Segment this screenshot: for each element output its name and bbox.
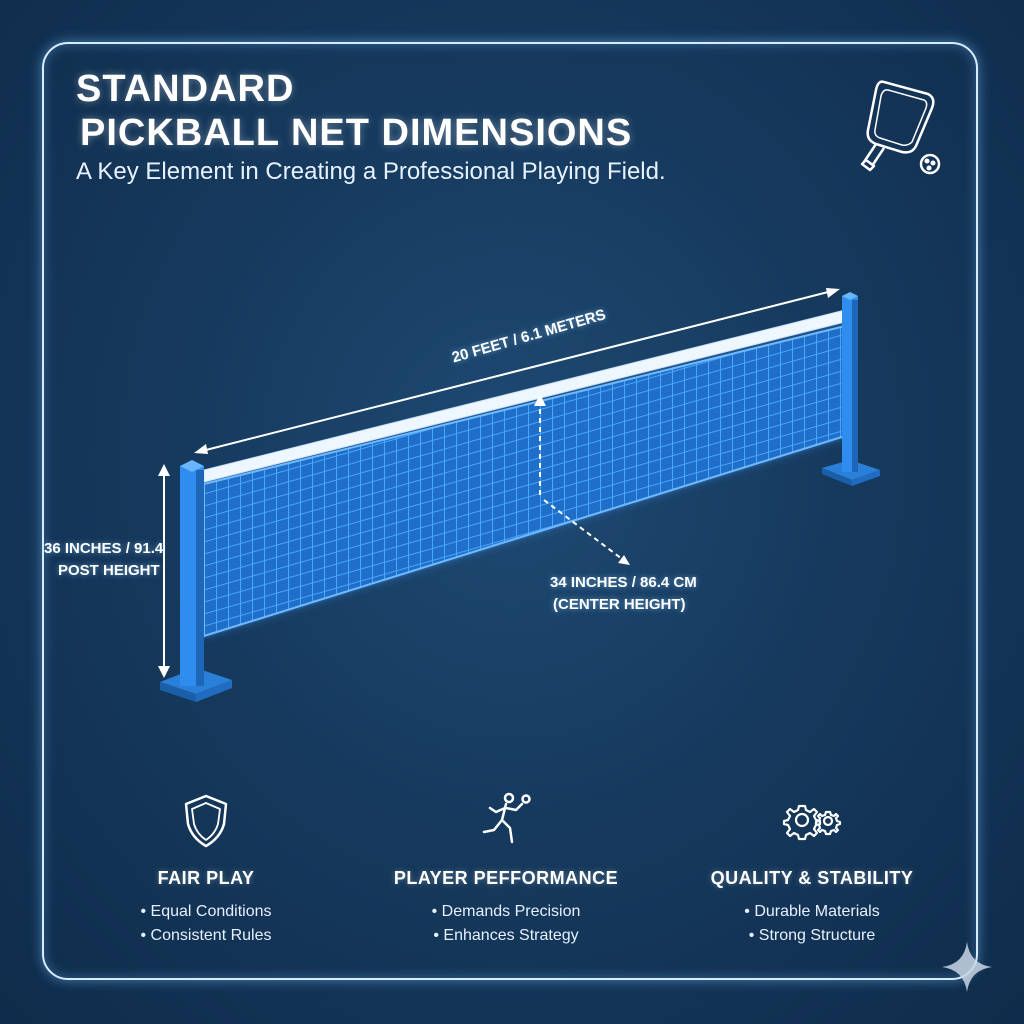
feature-bullet: Enhances Strategy [356,927,656,945]
feature-bullet: Strong Structure [662,927,962,945]
shield-icon [184,794,228,848]
page-title-line2: PICKBALL NET DIMENSIONS [80,112,633,154]
post-height-arrow [158,464,170,678]
page-subtitle: A Key Element in Creating a Professional… [76,158,666,185]
center-height-label: 34 INCHES / 86.4 CM [550,574,697,591]
gears-icon [782,804,842,841]
feature-fair-play: FAIR PLAY Equal Conditions Consistent Ru… [56,790,356,951]
runner-icon [482,792,531,844]
width-arrow [194,288,840,454]
feature-bullets: Durable Materials Strong Structure [662,903,962,945]
page-title-line1: STANDARD [76,68,295,110]
feature-player-performance: PLAYER PEFFORMANCE Demands Precision Enh… [356,790,656,951]
center-height-arrow [534,394,630,565]
feature-bullets: Demands Precision Enhances Strategy [356,903,656,945]
sparkle-icon [942,942,992,992]
feature-bullet: Demands Precision [356,903,656,921]
feature-quality-stability: QUALITY & STABILITY Durable Materials St… [662,790,962,951]
card-frame [42,42,978,980]
feature-title: FAIR PLAY [157,868,255,888]
feature-bullet: Equal Conditions [56,903,356,921]
post-height-caption: POST HEIGHT [58,562,160,579]
pickleball-paddle-icon [860,80,941,175]
feature-bullet: Durable Materials [662,903,962,921]
net-mesh [203,324,846,638]
feature-title: QUALITY & STABILITY [710,868,914,888]
feature-title: PLAYER PEFFORMANCE [393,868,619,888]
post-height-label: 36 INCHES / 91.4 [44,540,164,557]
center-height-caption: (CENTER HEIGHT) [553,596,686,613]
feature-bullets: Equal Conditions Consistent Rules [56,903,356,945]
feature-bullet: Consistent Rules [56,927,356,945]
